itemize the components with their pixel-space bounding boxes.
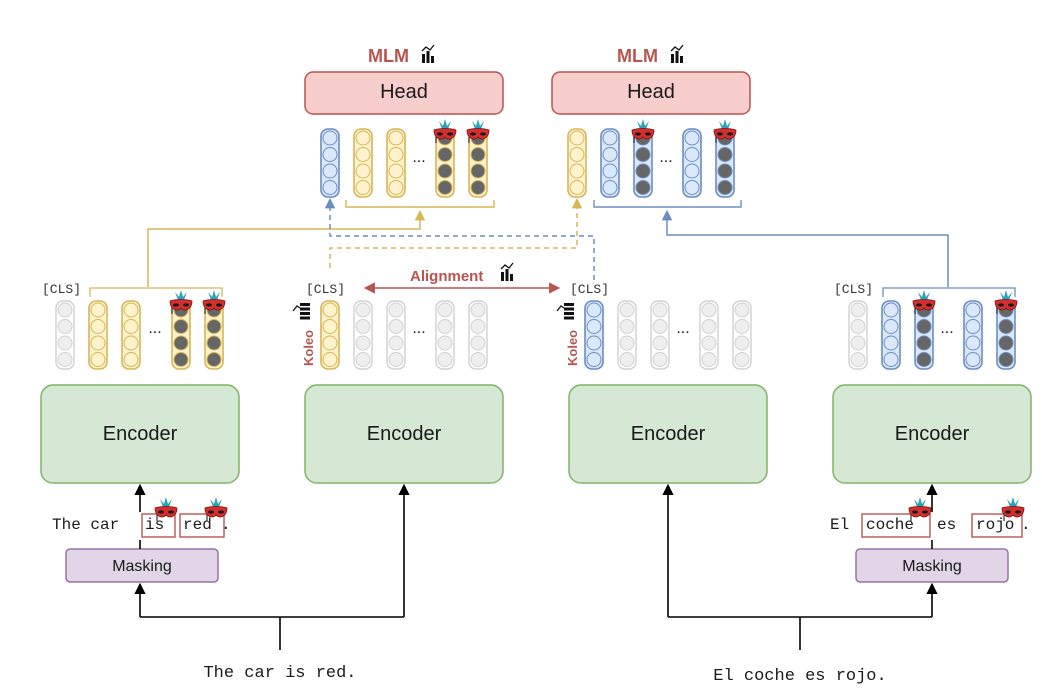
token-column — [732, 300, 752, 370]
token-column — [121, 300, 141, 370]
bracket — [882, 287, 1016, 297]
token-column — [682, 128, 702, 198]
chart-icon — [670, 44, 684, 64]
cls-label: [CLS] — [834, 282, 873, 297]
token-column — [468, 300, 488, 370]
ellipsis: ... — [940, 320, 953, 337]
head-label-right: Head — [627, 81, 675, 103]
masked-sentence-spanish: El coche es rojo . — [830, 496, 1031, 538]
masked-word: . — [221, 516, 231, 534]
token-column-cls — [320, 300, 340, 370]
token-column — [617, 300, 637, 370]
masked-word: es — [937, 516, 956, 534]
ellipsis: ... — [412, 320, 425, 337]
token-column — [386, 128, 406, 198]
ellipsis: ... — [412, 149, 425, 166]
stack-icon — [292, 302, 311, 321]
encoder-label: Encoder — [103, 423, 178, 445]
mlm-label-right: MLM — [617, 46, 658, 66]
masked-word: The car — [52, 516, 119, 534]
token-column — [55, 300, 75, 370]
token-column — [435, 300, 455, 370]
connector-yellow — [147, 209, 426, 287]
ellipsis: ... — [148, 320, 161, 337]
masked-word: coche — [866, 516, 914, 534]
token-column — [848, 300, 868, 370]
encoder-output-2: [CLS] ... Koleo — [292, 282, 488, 370]
encoder-output-1: [CLS] ... — [42, 282, 226, 370]
encoder-1: Encoder — [40, 384, 240, 484]
encoder-output-4: [CLS] ... — [834, 282, 1018, 370]
token-column — [353, 300, 373, 370]
token-column — [567, 128, 587, 198]
masked-word: rojo — [976, 516, 1014, 534]
chart-icon — [421, 44, 435, 64]
masked-word: is — [145, 516, 164, 534]
token-column-masked — [171, 300, 191, 370]
koleo-label: Koleo — [301, 330, 316, 366]
cls-label: [CLS] — [306, 282, 345, 297]
token-column-masked — [914, 300, 934, 370]
mlm-label-left: MLM — [368, 46, 409, 66]
token-column — [386, 300, 406, 370]
token-column — [600, 128, 620, 198]
token-column-masked — [435, 128, 455, 198]
bracket — [89, 287, 223, 297]
sentence-spanish: El coche es rojo. — [713, 667, 886, 686]
head-input-tokens-left: ... — [320, 118, 495, 208]
encoder-4: Encoder — [832, 384, 1032, 484]
head-label-left: Head — [380, 81, 428, 103]
token-column-masked — [204, 300, 224, 370]
encoder-label: Encoder — [631, 423, 706, 445]
cls-label: [CLS] — [570, 282, 609, 297]
masked-word: El — [830, 516, 849, 534]
bracket — [345, 200, 495, 208]
masking-label: Masking — [902, 558, 962, 575]
masking-label: Masking — [112, 558, 172, 575]
connector-yellow-dashed — [329, 197, 583, 268]
encoder-label: Encoder — [895, 423, 970, 445]
token-column-masked — [468, 128, 488, 198]
bracket — [593, 200, 742, 208]
token-column-cls — [584, 300, 604, 370]
encoder-3: Encoder — [568, 384, 768, 484]
token-column-masked — [633, 128, 653, 198]
masked-word: red — [183, 516, 212, 534]
mlm-head-right: MLM Head — [551, 44, 751, 115]
masking-left: Masking — [65, 548, 219, 583]
encoder-2: Encoder — [304, 384, 504, 484]
token-column — [88, 300, 108, 370]
input-arrows — [134, 483, 938, 650]
connector-blue-dashed — [324, 197, 595, 280]
token-column — [320, 128, 340, 198]
masking-right: Masking — [855, 548, 1009, 583]
head-input-tokens-right: ... — [567, 118, 742, 208]
mlm-head-left: MLM Head — [304, 44, 504, 115]
token-column — [881, 300, 901, 370]
masked-word: . — [1021, 516, 1031, 534]
token-column-masked — [996, 300, 1016, 370]
connector-blue — [661, 209, 949, 287]
alignment-label: Alignment — [410, 268, 483, 285]
ellipsis: ... — [676, 320, 689, 337]
sentence-english: The car is red. — [203, 664, 356, 683]
masked-sentence-english: The car is red . — [52, 496, 231, 538]
cls-label: [CLS] — [42, 282, 81, 297]
encoder-label: Encoder — [367, 423, 442, 445]
token-column — [963, 300, 983, 370]
token-column-masked — [715, 128, 735, 198]
alignment: Alignment — [363, 262, 561, 294]
token-column — [353, 128, 373, 198]
koleo-label: Koleo — [565, 330, 580, 366]
stack-icon — [556, 302, 575, 321]
token-column — [650, 300, 670, 370]
ellipsis: ... — [659, 149, 672, 166]
token-column — [699, 300, 719, 370]
encoder-output-3: [CLS] ... Koleo — [556, 282, 752, 370]
